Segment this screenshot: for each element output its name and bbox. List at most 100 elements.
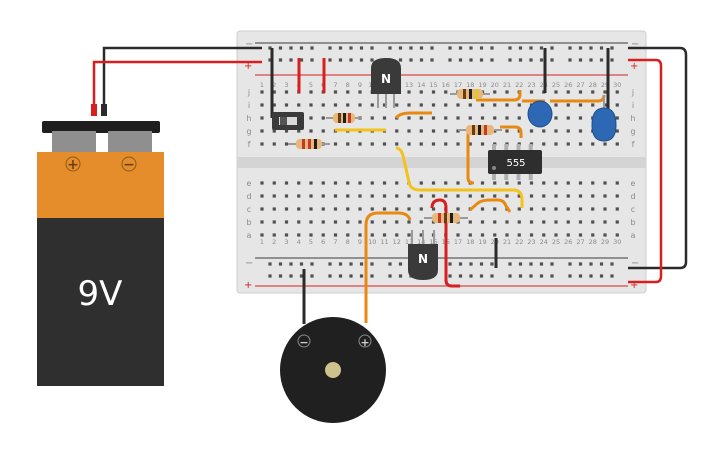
wire-orange-g[interactable] xyxy=(469,198,512,213)
breadboard-hole xyxy=(554,116,558,120)
row-label: b xyxy=(246,218,251,227)
breadboard-hole xyxy=(358,103,362,107)
capacitor-1[interactable] xyxy=(527,100,553,128)
breadboard-hole xyxy=(272,129,276,133)
breadboard-hole xyxy=(407,233,411,237)
battery-9v[interactable]: + − 9V xyxy=(37,121,164,386)
wire-orange-b[interactable] xyxy=(476,90,522,102)
breadboard-hole xyxy=(321,207,325,211)
breadboard-hole xyxy=(456,116,460,120)
column-label: 5 xyxy=(309,238,313,246)
capacitor-2-body xyxy=(591,107,617,142)
capacitor-2[interactable] xyxy=(591,95,617,142)
breadboard-hole xyxy=(505,194,509,198)
breadboard-hole xyxy=(566,103,570,107)
buzzer[interactable]: − + xyxy=(280,317,386,423)
ic-555[interactable]: 555 xyxy=(488,144,542,180)
resistor-1[interactable] xyxy=(326,113,362,123)
rail-hole xyxy=(539,274,544,278)
breadboard-hole xyxy=(358,194,362,198)
breadboard-hole xyxy=(603,194,607,198)
breadboard-hole xyxy=(554,233,558,237)
breadboard-hole xyxy=(615,129,619,133)
rail-hole xyxy=(409,58,413,62)
wire-orange-e[interactable] xyxy=(466,130,475,185)
wire-orange-buzzer[interactable] xyxy=(364,211,412,323)
breadboard-hole xyxy=(309,116,313,120)
row-label: j xyxy=(247,88,250,97)
rail-hole xyxy=(578,274,583,278)
resistor-4[interactable] xyxy=(458,125,502,135)
breadboard-hole xyxy=(395,207,399,211)
battery-lead-positive xyxy=(91,104,97,116)
breadboard-hole xyxy=(297,181,301,185)
resistor-2[interactable] xyxy=(288,139,330,149)
breadboard-hole xyxy=(346,181,350,185)
slide-switch[interactable] xyxy=(272,112,304,130)
breadboard-hole xyxy=(333,220,338,224)
breadboard-hole xyxy=(505,103,509,107)
breadboard-hole xyxy=(480,220,485,224)
wire-battery-positive[interactable] xyxy=(92,60,262,107)
breadboard-hole xyxy=(529,233,534,237)
rail-hole xyxy=(310,274,314,278)
breadboard-hole xyxy=(272,103,276,107)
resistor-4-band-3 xyxy=(484,125,487,135)
transistor-bottom[interactable]: N xyxy=(408,230,438,280)
column-label: 25 xyxy=(552,238,560,246)
switch-knob[interactable] xyxy=(280,117,287,125)
wire-red-bottom[interactable] xyxy=(444,208,460,288)
rail-hole xyxy=(299,274,304,278)
column-label: 1 xyxy=(260,81,264,89)
rail-label-bottom-plus-right: + xyxy=(630,280,638,291)
rail-hole xyxy=(589,274,593,278)
wire-yellow-long[interactable] xyxy=(395,146,524,208)
breadboard-hole xyxy=(444,194,448,198)
breadboard-hole xyxy=(493,116,497,120)
breadboard-hole xyxy=(542,181,546,185)
breadboard-hole xyxy=(456,103,460,107)
rail-hole xyxy=(278,46,283,50)
breadboard-hole xyxy=(591,233,595,237)
breadboard-hole xyxy=(468,103,472,107)
rail-hole xyxy=(508,274,512,278)
wire-right-positive-rail[interactable] xyxy=(628,58,663,284)
wire-orange-f[interactable] xyxy=(500,125,523,138)
breadboard-hole xyxy=(358,220,362,224)
breadboard-hole xyxy=(566,90,570,94)
breadboard-hole xyxy=(566,233,570,237)
transistor-top[interactable]: N xyxy=(371,58,401,108)
rail-hole xyxy=(430,58,434,62)
resistor-3[interactable] xyxy=(450,89,490,99)
column-label: 18 xyxy=(466,81,474,89)
battery-terminal-positive xyxy=(52,131,96,155)
wire-orange-a[interactable] xyxy=(394,111,432,120)
rail-hole xyxy=(469,274,473,278)
column-label: 20 xyxy=(491,81,499,89)
row-label: a xyxy=(247,231,252,240)
wire-red-loop[interactable] xyxy=(430,198,448,209)
breadboard-hole xyxy=(333,142,338,146)
breadboard-hole xyxy=(444,103,448,107)
breadboard-hole xyxy=(260,233,264,237)
breadboard-hole xyxy=(493,103,497,107)
breadboard-hole xyxy=(554,129,558,133)
breadboard-hole xyxy=(468,220,472,224)
row-label: c xyxy=(247,205,251,214)
column-label: 1 xyxy=(260,238,264,246)
wire-battery-negative[interactable] xyxy=(102,46,262,107)
breadboard-hole xyxy=(272,207,276,211)
breadboard-hole xyxy=(603,233,607,237)
breadboard-hole xyxy=(468,194,472,198)
breadboard-hole xyxy=(615,142,619,146)
rail-hole xyxy=(599,262,604,266)
resistor-5[interactable] xyxy=(424,213,468,223)
rail-hole xyxy=(398,46,403,50)
wire-right-negative-rail[interactable] xyxy=(628,46,688,270)
breadboard-hole xyxy=(615,90,619,94)
breadboard-hole xyxy=(419,233,423,237)
breadboard-hole xyxy=(615,194,619,198)
column-label: 12 xyxy=(393,238,401,246)
breadboard-hole xyxy=(456,207,460,211)
breadboard-hole xyxy=(480,103,485,107)
